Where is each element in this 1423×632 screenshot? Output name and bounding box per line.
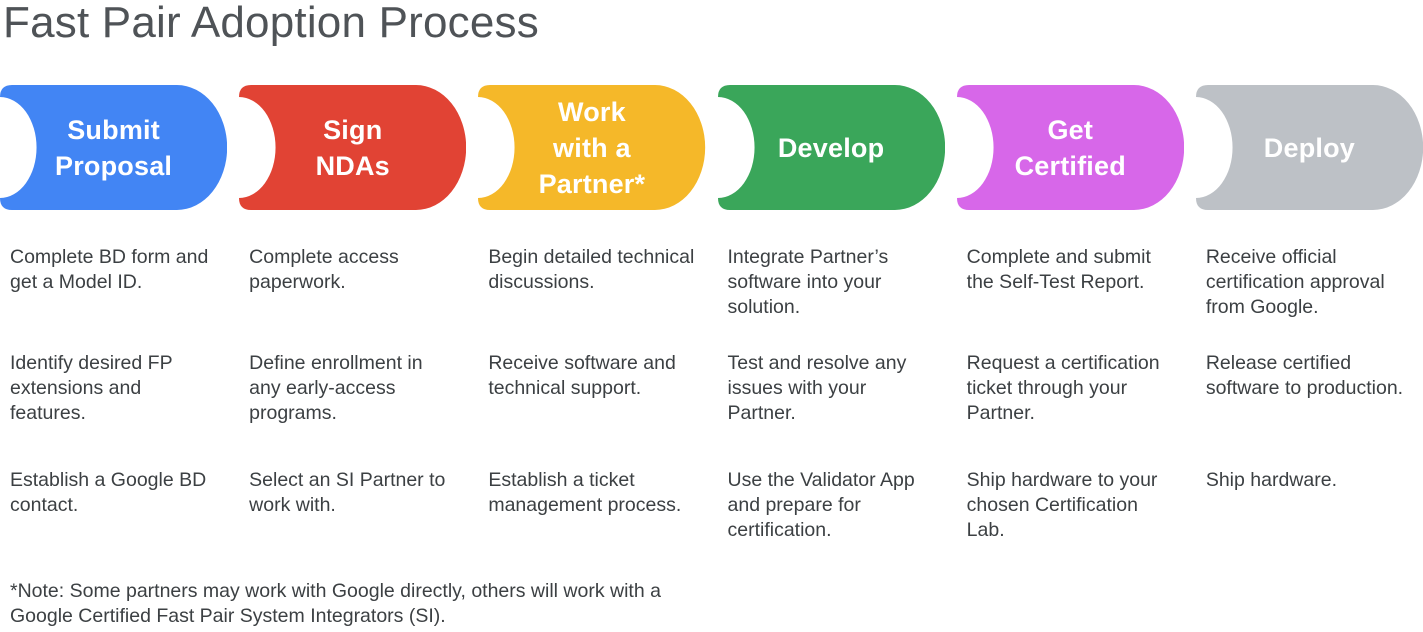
stage-step: Establish a ticket management process. (488, 469, 682, 516)
stage-steps: Complete and submit the Self-Test Report… (957, 210, 1184, 543)
footnote: *Note: Some partners may work with Googl… (10, 580, 661, 627)
stage-pill-shape (1195, 85, 1423, 210)
stage-steps: Begin detailed technical discussions. Rec… (478, 210, 705, 518)
stage-label: Develop (777, 132, 885, 163)
page-title: Fast Pair Adoption Process (3, 0, 539, 47)
stage-steps: Complete access paperwork. Define enrollm… (239, 210, 466, 518)
stage-pill-shape (478, 85, 706, 210)
stage-steps: Complete BD form and get a Model ID. Iden… (0, 210, 227, 518)
stage-step: Complete BD form and get a Model ID. (10, 246, 209, 293)
stage-step: Use the Validator App and prepare for ce… (727, 469, 915, 541)
stage-label: Deploy (1263, 132, 1356, 163)
stage-step: Request a certification ticket through y… (966, 352, 1160, 424)
stage-step: Ship hardware to your chosen Certificati… (966, 469, 1158, 541)
stage-step: Begin detailed technical discussions. (488, 246, 695, 293)
stage-pill-shape (717, 85, 945, 210)
stage-step: Release certified software to production… (1205, 352, 1404, 399)
stage-pill: Develop (717, 85, 945, 210)
stage-step: Receive software and technical support. (488, 352, 676, 399)
stage-step: Receive official certification approval … (1205, 246, 1385, 318)
stage-step: Complete and submit the Self-Test Report… (966, 246, 1151, 293)
stage-pill-shape (0, 85, 228, 210)
stage-column-deploy: Deploy Receive official certification ap… (1195, 85, 1423, 543)
stage-steps: Integrate Partner’s software into your s… (718, 210, 945, 543)
stage-step: Select an SI Partner to work with. (249, 469, 446, 516)
stage-step: Establish a Google BD contact. (10, 469, 207, 516)
stage-step: Complete access paperwork. (249, 246, 399, 293)
stage-steps: Receive official certification approval … (1196, 210, 1423, 493)
stage-column-develop: Develop Integrate Partner’s software int… (717, 85, 945, 543)
stage-pill: Deploy (1195, 85, 1423, 210)
stage-step: Integrate Partner’s software into your s… (727, 246, 889, 318)
stage-step: Define enrollment in any early-access pr… (249, 352, 423, 424)
stage-step: Test and resolve any issues with your Pa… (727, 352, 907, 424)
stage-pill-shape (239, 85, 467, 210)
stage-step: Ship hardware. (1205, 469, 1337, 491)
stage-pill-shape (956, 85, 1184, 210)
stage-step: Identify desired FP extensions and featu… (10, 352, 173, 424)
